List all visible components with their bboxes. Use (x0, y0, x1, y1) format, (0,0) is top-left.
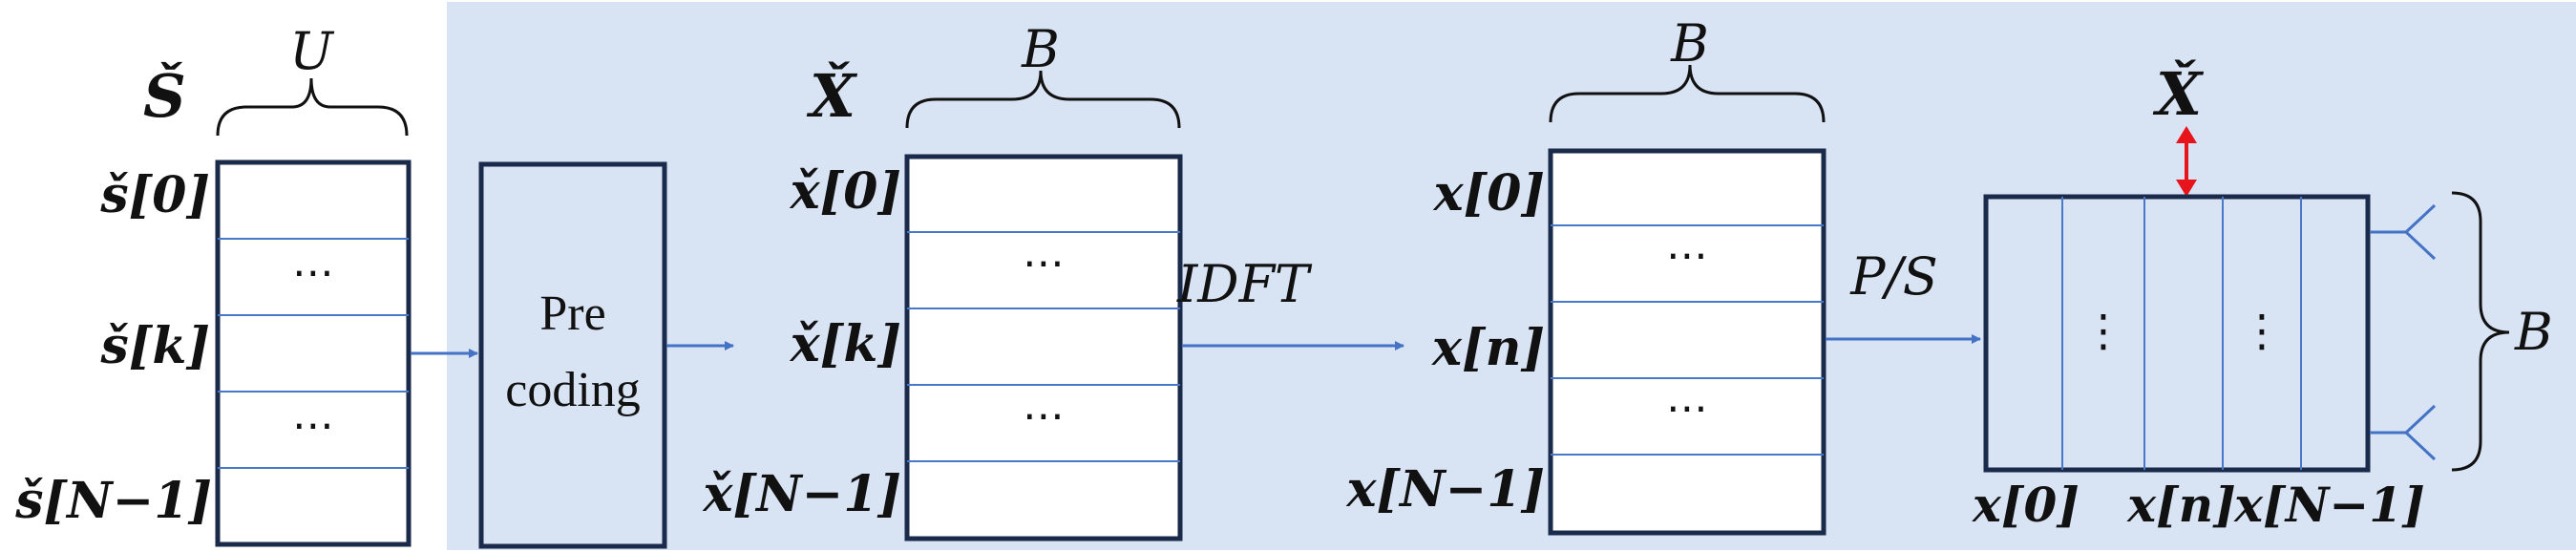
precoding-label-line2: coding (505, 363, 641, 417)
output-block-dots-2: ⋮ (2240, 305, 2284, 356)
brace-b1 (905, 70, 1181, 129)
brace-b2 (1549, 64, 1826, 123)
xcheck-block (904, 154, 1183, 541)
x-block (1548, 148, 1826, 536)
brace-u-label: U (289, 21, 334, 81)
x-label-0: x[0] (1433, 164, 1545, 223)
output-block-dots-1: ⋮ (2081, 305, 2125, 356)
ps-label: P/S (1849, 246, 1938, 307)
brace-b-right-label: B (2514, 302, 2553, 362)
xcheck-block-dots-2: ⋯ (1023, 392, 1065, 440)
output-label-0: x[0] (1972, 477, 2080, 533)
xcheck-block-row-lines (907, 231, 1180, 462)
x-label-n-1: x[N−1] (1346, 460, 1546, 519)
xcheck-label-0: x̌[0] (790, 162, 901, 221)
brace-b1-label: B (1021, 19, 1060, 79)
red-double-arrow (2176, 126, 2197, 197)
x-block-row-lines (1551, 224, 1824, 456)
precoding-label-line1: Pre (539, 287, 605, 341)
output-block-column-lines (2061, 197, 2302, 470)
output-label-n: x[n] (2126, 477, 2235, 533)
s-label-k: š[k] (99, 317, 210, 375)
brace-b-right (2451, 191, 2510, 472)
x-label-n: x[n] (1431, 319, 1545, 377)
idft-label: IDFT (1176, 254, 1313, 314)
xcheck-output-label: X̌ (2152, 59, 2205, 129)
xcheck-matrix-label: X̌ (806, 61, 858, 131)
s-label-n-1: š[N−1] (14, 472, 212, 530)
s-block-row-lines (218, 238, 409, 469)
antenna-icon-bottom (2370, 404, 2437, 461)
xcheck-label-k: x̌[k] (790, 315, 901, 373)
xcheck-block-dots-1: ⋯ (1023, 239, 1065, 287)
output-block (1983, 194, 2371, 473)
s-block-dots-2: ⋯ (292, 401, 334, 450)
precoding-block (478, 161, 667, 549)
x-block-dots-1: ⋯ (1666, 231, 1708, 280)
s-matrix-label: Š (143, 61, 186, 131)
brace-b2-label: B (1670, 13, 1709, 74)
s-block (215, 159, 412, 547)
s-label-0: š[0] (99, 166, 210, 224)
s-block-dots-1: ⋯ (292, 248, 334, 297)
output-label-n-1: x[N−1] (2233, 477, 2425, 533)
antenna-icon-top (2370, 203, 2437, 261)
x-block-dots-2: ⋯ (1666, 384, 1708, 433)
brace-u (216, 77, 409, 137)
xcheck-label-n-1: x̌[N−1] (703, 465, 902, 523)
